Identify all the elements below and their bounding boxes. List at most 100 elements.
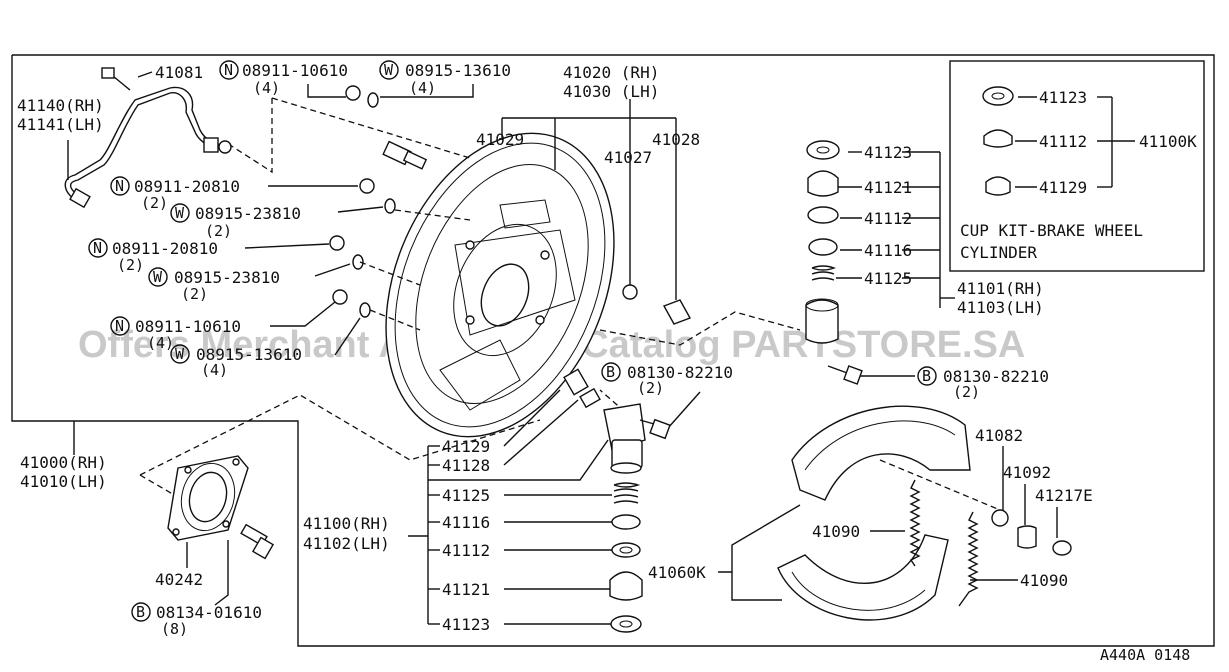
label-n3-qty: (2)	[117, 256, 144, 274]
label-k41100K: 41100K	[1139, 132, 1197, 151]
label-41028: 41028	[652, 130, 700, 149]
cylinder-parts-left[interactable]	[609, 482, 643, 633]
return-spring-upper[interactable]	[909, 479, 921, 567]
anchor-plate[interactable]	[167, 455, 249, 541]
brake-pipe[interactable]	[64, 67, 232, 209]
cup-kit-parts[interactable]	[982, 86, 1014, 196]
label-w2-code: 08915-23810	[195, 204, 301, 223]
clip-icon[interactable]	[662, 299, 692, 325]
label-r41112: 41112	[864, 209, 912, 228]
retainer-cup-icon[interactable]	[991, 509, 1009, 527]
inset-title-line2: CYLINDER	[960, 243, 1037, 262]
bleeder-screw[interactable]	[382, 140, 428, 170]
nut-symbol-icon	[219, 60, 239, 80]
label-n4-code: 08911-10610	[135, 317, 241, 336]
nut-icon[interactable]	[359, 178, 375, 194]
label-n2-qty: (2)	[141, 194, 168, 212]
label-r41101: 41101(RH)	[957, 279, 1044, 298]
bolt-symbol-icon	[917, 366, 937, 386]
nut-icon[interactable]	[329, 235, 345, 251]
washer-icon[interactable]	[352, 254, 364, 270]
label-41060K: 41060K	[648, 563, 706, 582]
nut-symbol-icon	[110, 316, 130, 336]
label-r41123: 41123	[864, 143, 912, 162]
nut-icon[interactable]	[345, 85, 361, 101]
bolt-symbol-icon	[131, 602, 151, 622]
svg-text:N: N	[115, 177, 124, 195]
svg-text:B: B	[136, 603, 145, 621]
leader-lines	[67, 71, 1135, 625]
label-w1-code: 08915-13610	[405, 61, 511, 80]
washer-icon[interactable]	[384, 198, 396, 214]
washer-symbol-icon	[170, 203, 190, 223]
label-w4-qty: (4)	[201, 361, 228, 379]
label-41092: 41092	[1003, 463, 1051, 482]
svg-text:W: W	[175, 204, 185, 222]
label-41030: 41030 (LH)	[563, 82, 659, 101]
label-n2-code: 08911-20810	[134, 177, 240, 196]
label-c41100: 41100(RH)	[303, 514, 390, 533]
washer-icon[interactable]	[367, 92, 379, 108]
label-b2-code: 08130-82210	[943, 367, 1049, 386]
label-k41112: 41112	[1039, 132, 1087, 151]
label-n1-qty: (4)	[253, 79, 280, 97]
svg-text:N: N	[93, 239, 102, 257]
bolt-icon[interactable]	[240, 523, 275, 560]
svg-text:W: W	[175, 345, 185, 363]
label-b2-qty: (2)	[953, 383, 980, 401]
label-r41116: 41116	[864, 241, 912, 260]
label-k41123: 41123	[1039, 88, 1087, 107]
label-41081: 41081	[155, 63, 203, 82]
wheel-cylinder-left[interactable]	[563, 368, 671, 474]
label-41090-upper: 41090	[812, 522, 860, 541]
label-r41125: 41125	[864, 269, 912, 288]
label-n1-code: 08911-10610	[242, 61, 348, 80]
label-41141: 41141(LH)	[17, 115, 104, 134]
label-b3-qty: (8)	[161, 620, 188, 638]
nut-icon[interactable]	[622, 284, 638, 300]
brake-shoe-lower[interactable]	[777, 534, 949, 621]
label-41090-lower: 41090	[1020, 571, 1068, 590]
label-c41129: 41129	[442, 437, 490, 456]
nut-symbol-icon	[88, 238, 108, 258]
return-spring-lower[interactable]	[958, 511, 979, 607]
pin-icon[interactable]	[1052, 540, 1072, 556]
nut-icon[interactable]	[332, 289, 348, 305]
washer-symbol-icon	[148, 267, 168, 287]
label-w4-code: 08915-13610	[196, 345, 302, 364]
inset-title-line1: CUP KIT-BRAKE WHEEL	[960, 221, 1143, 240]
label-41000: 41000(RH)	[20, 453, 107, 472]
label-41082: 41082	[975, 426, 1023, 445]
label-41010: 41010(LH)	[20, 472, 107, 491]
label-41140: 41140(RH)	[17, 96, 104, 115]
label-41029: 41029	[476, 130, 524, 149]
cylinder-parts-right[interactable]	[805, 140, 863, 385]
label-r41103: 41103(LH)	[957, 298, 1044, 317]
svg-text:W: W	[384, 61, 394, 79]
label-40242: 40242	[155, 570, 203, 589]
label-r41121: 41121	[864, 178, 912, 197]
svg-text:N: N	[224, 61, 233, 79]
backing-plate[interactable]	[343, 99, 656, 471]
label-n3-code: 08911-20810	[112, 239, 218, 258]
assembly-lines	[139, 97, 1001, 511]
svg-text:B: B	[606, 363, 615, 381]
label-c41128: 41128	[442, 456, 490, 475]
label-w2-qty: (2)	[205, 222, 232, 240]
label-c41125: 41125	[442, 486, 490, 505]
label-c41116: 41116	[442, 513, 490, 532]
part-labels: 41081 41140(RH) 41141(LH) N 08911-10610 …	[17, 60, 1197, 664]
label-41217E: 41217E	[1035, 486, 1093, 505]
label-b1-code: 08130-82210	[627, 363, 733, 382]
label-b3-code: 08134-01610	[156, 603, 262, 622]
washer-icon[interactable]	[359, 302, 371, 318]
hold-down-spring-icon[interactable]	[1017, 525, 1037, 549]
nut-symbol-icon	[110, 176, 130, 196]
label-w3-code: 08915-23810	[174, 268, 280, 287]
label-b1-qty: (2)	[637, 379, 664, 397]
brake-shoe-upper[interactable]	[791, 405, 971, 501]
label-c41121: 41121	[442, 580, 490, 599]
bolt-symbol-icon	[601, 362, 621, 382]
svg-text:B: B	[922, 367, 931, 385]
